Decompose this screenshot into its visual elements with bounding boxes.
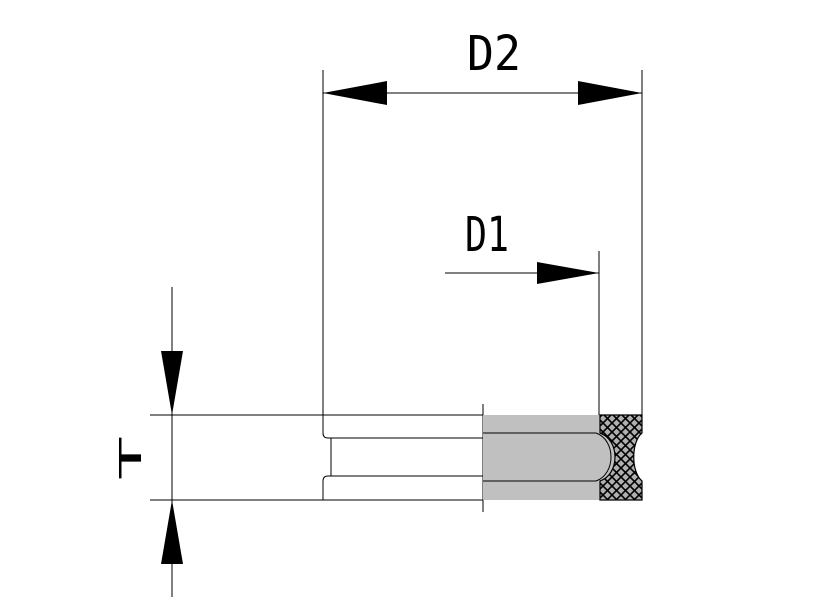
ring-outline-top <box>322 414 483 439</box>
d2-label: D2 <box>467 26 521 82</box>
ring-section-view <box>483 414 643 501</box>
d2-arrowhead-left <box>323 81 387 105</box>
t-arrowhead-top <box>161 351 183 415</box>
t-label: T <box>114 436 149 480</box>
d1-label: D1 <box>465 207 509 263</box>
oring-crosshatch <box>599 414 643 501</box>
section-edges <box>483 432 612 482</box>
t-arrowhead-bottom <box>161 500 183 564</box>
section-fill <box>483 415 615 500</box>
d2-dimension: D2 <box>322 26 643 415</box>
ring-outline-view <box>322 404 484 512</box>
d1-dimension: D1 <box>445 207 600 415</box>
d1-arrowhead <box>537 262 599 284</box>
ring-groove-outline <box>330 437 483 477</box>
t-dimension: T <box>114 287 483 597</box>
ring-outline-bottom <box>322 475 483 501</box>
d2-arrowhead-right <box>578 81 642 105</box>
